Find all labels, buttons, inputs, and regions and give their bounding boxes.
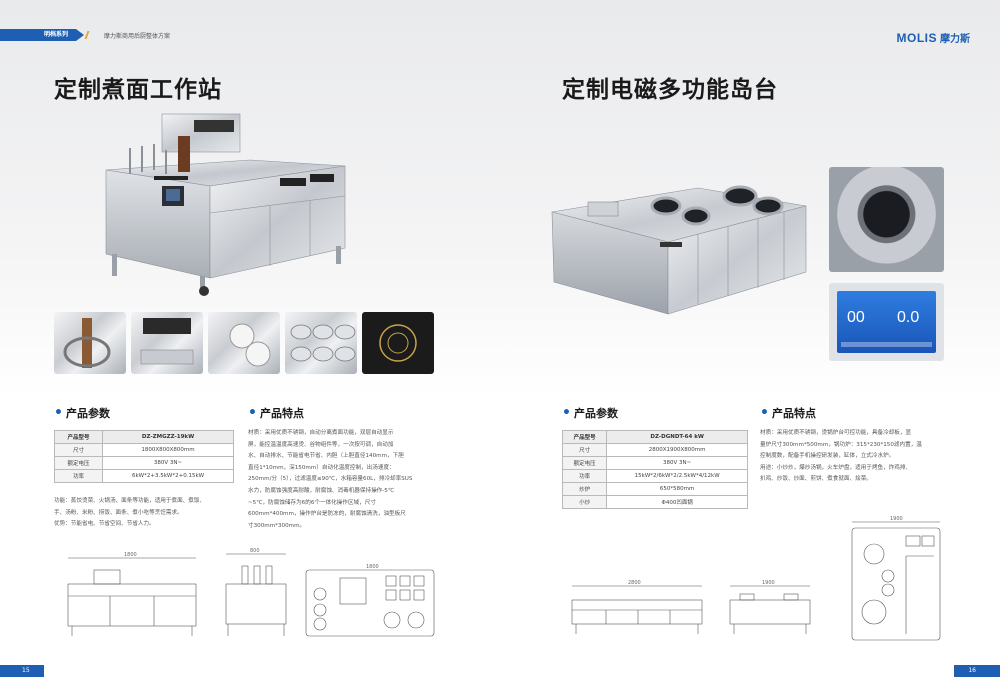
text-line: 250mm/分（5），过滤温度≤90℃，水箱容量60L，排冷却率SUS bbox=[248, 476, 413, 483]
left-top-drawing: 1800 bbox=[305, 564, 435, 637]
logo-text-en: MOLIS bbox=[896, 30, 937, 45]
text-line: 水力，防腐蚀强度高耐酸，耐腐蚀、消毒机器保持操作-5℃ bbox=[248, 487, 395, 494]
table-cell: Φ400凹面锅 bbox=[606, 495, 748, 509]
bullet-icon: • bbox=[54, 405, 63, 421]
bullet-icon: • bbox=[562, 405, 571, 421]
table-row: 功率 6kW*2+3.5kW*2+0.15kW bbox=[53, 469, 234, 483]
touch-screen: 00 0.0 bbox=[837, 291, 936, 353]
table-cell: 2800X1900X800mm bbox=[606, 443, 748, 457]
text-line: 优势：节能省电、节省空间、节省人力。 bbox=[54, 521, 155, 528]
left-functions-text: 功能：蒸饺烫菜、火锅汤、面条等功能，适用于煮面、煮饭、 手、汤粉、米粉、捞饭、面… bbox=[54, 496, 236, 531]
right-params-heading-text: 产品参数 bbox=[573, 407, 618, 420]
table-cell: 6kW*2+3.5kW*2+0.15kW bbox=[102, 469, 234, 483]
table-row: 功率 15kW*2/6kW*2/2.5kW*4/12kW bbox=[561, 469, 748, 483]
right-features-text: 材质：采用优质不锈钢，烫锅炉台可控功能，具备冷却板，显 量炉尺寸300mm*50… bbox=[760, 428, 950, 486]
divider-slash bbox=[84, 31, 90, 39]
table-header-label: 产品型号 bbox=[53, 430, 104, 444]
table-cell: 380V 3N~ bbox=[606, 456, 748, 470]
text-line: 寸300mm*300mm。 bbox=[248, 522, 306, 529]
text-line: 屏，能控温温度高速烫、谷物组件等，一次按可调，自动加 bbox=[248, 441, 394, 448]
table-cell: 15kW*2/6kW*2/2.5kW*4/12kW bbox=[606, 469, 748, 483]
thumb-induction-coil bbox=[362, 312, 434, 374]
right-side-drawing: 1900 bbox=[729, 580, 811, 634]
table-header-value: DZ-DGNDT-64 kW bbox=[606, 430, 748, 444]
table-cell: 功率 bbox=[53, 469, 104, 483]
right-front-dimension: 2800 bbox=[628, 580, 641, 586]
left-top-dimension: 1800 bbox=[366, 564, 379, 570]
text-line: 扒鸡、炒饭、炒面、煎饼、煮食就面、烩菜。 bbox=[760, 476, 872, 483]
right-features-heading-text: 产品特点 bbox=[771, 407, 816, 420]
text-line: ~5℃，防腐蚀储存为6的6个一体化操作区域，尺寸 bbox=[248, 499, 376, 506]
table-cell: 尺寸 bbox=[53, 443, 104, 457]
left-params-heading: • 产品参数 bbox=[54, 405, 110, 421]
right-features-heading: • 产品特点 bbox=[760, 405, 816, 421]
text-line: 控制度数，配备手机操控研发装，缸体，立式冷水炉。 bbox=[760, 453, 895, 460]
table-cell: 炒炉 bbox=[561, 482, 608, 496]
thumb-soup-wells bbox=[285, 312, 357, 374]
table-row: 尺寸 1800X800X800mm bbox=[53, 443, 234, 457]
right-top-dimension: 1900 bbox=[890, 516, 903, 522]
text-line: 600mm*400mm，操作炉台是防冻的，耐腐蚀清洗，油型板尺 bbox=[248, 511, 406, 518]
series-tab[interactable]: 明档系列 bbox=[0, 29, 85, 41]
right-page-title: 定制电磁多功能岛台 bbox=[562, 77, 778, 103]
bullet-icon: • bbox=[248, 405, 257, 421]
wok-closeup-photo bbox=[829, 167, 944, 272]
table-cell: 小炒 bbox=[561, 495, 608, 509]
text-line: 量炉尺寸300mm*500mm，锅功炉：315*230*150滤内置，温 bbox=[760, 441, 922, 448]
left-params-table: 产品型号 DZ-ZMGZZ-19kW 尺寸 1800X800X800mm 额定电… bbox=[53, 430, 234, 483]
left-front-drawing: 1800 bbox=[67, 552, 197, 636]
right-front-drawing: 2800 bbox=[571, 580, 703, 634]
induction-island-photo bbox=[548, 172, 810, 322]
right-page-number: 16 bbox=[954, 665, 1000, 677]
table-row: 尺寸 2800X1900X800mm bbox=[561, 443, 748, 457]
bullet-icon: • bbox=[760, 405, 769, 421]
table-row: 额定电压 380V 3N~ bbox=[561, 456, 748, 470]
right-params-heading: • 产品参数 bbox=[562, 405, 618, 421]
header-subtitle: 摩力斯商用后厨整体方案 bbox=[104, 32, 171, 40]
left-page-title: 定制煮面工作站 bbox=[54, 77, 222, 103]
text-line: 材质：采用优质不锈钢，烫锅炉台可控功能，具备冷却板，显 bbox=[760, 430, 912, 436]
right-params-table: 产品型号 DZ-DGNDT-64 kW 尺寸 2800X1900X800mm 额… bbox=[561, 430, 748, 509]
table-row: 炒炉 650*580mm bbox=[561, 482, 748, 496]
left-features-heading: • 产品特点 bbox=[248, 405, 304, 421]
logo-text-cn: 摩力斯 bbox=[940, 34, 970, 45]
text-line: 用途：小炒炒，爆炒汤锅，火车炉盘，适用于烤鱼，炸鸡排、 bbox=[760, 464, 912, 471]
text-line: 手、汤粉、米粉、捞饭、面条、煮小吃等烹饪需求。 bbox=[54, 509, 183, 516]
brand-logo: MOLIS 摩力斯 bbox=[896, 30, 971, 46]
left-params-heading-text: 产品参数 bbox=[65, 407, 110, 420]
left-features-heading-text: 产品特点 bbox=[259, 407, 304, 420]
header-breadcrumb: 明档系列 摩力斯商用后厨整体方案 bbox=[0, 29, 170, 41]
table-header-value: DZ-ZMGZZ-19kW bbox=[102, 430, 234, 444]
right-side-dimension: 1900 bbox=[762, 580, 775, 586]
table-row: 额定电压 380V 3N~ bbox=[53, 456, 234, 470]
table-cell: 尺寸 bbox=[561, 443, 608, 457]
table-cell: 650*580mm bbox=[606, 482, 748, 496]
screen-right-value: 0.0 bbox=[897, 309, 920, 326]
noodle-station-photo bbox=[100, 108, 350, 298]
table-cell: 380V 3N~ bbox=[102, 456, 234, 470]
table-cell: 1800X800X800mm bbox=[102, 443, 234, 457]
text-line: 功能：蒸饺烫菜、火锅汤、面条等功能，适用于煮面、煮饭、 bbox=[54, 498, 206, 504]
control-screen-photo: 00 0.0 bbox=[829, 283, 944, 361]
screen-left-value: 00 bbox=[847, 309, 865, 326]
text-line: 材质：采用优质不锈钢，自动分离煮面功能，双层自动显示 bbox=[248, 430, 394, 436]
table-row: 小炒 Φ400凹面锅 bbox=[561, 495, 748, 509]
right-top-drawing: 1900 bbox=[851, 516, 941, 641]
left-side-drawing: 800 bbox=[225, 548, 287, 636]
table-cell: 额定电压 bbox=[561, 456, 608, 470]
left-page-number: 15 bbox=[0, 665, 44, 677]
screen-status-bar bbox=[841, 342, 932, 347]
thumb-induction-plates bbox=[208, 312, 280, 374]
table-cell: 功率 bbox=[561, 469, 608, 483]
left-front-dimension: 1800 bbox=[124, 552, 137, 558]
text-line: 水、自动排水、节能省电节省、内胆（上胆直径140mm，下胆 bbox=[248, 453, 404, 460]
text-line: 直径1*10mm，深150mm）自动化温度控制，出汤速度： bbox=[248, 464, 395, 471]
thumb-noodle-basket bbox=[54, 312, 126, 374]
left-side-dimension: 800 bbox=[250, 548, 260, 554]
thumb-control-panel bbox=[131, 312, 203, 374]
table-header-label: 产品型号 bbox=[561, 430, 608, 444]
table-cell: 额定电压 bbox=[53, 456, 104, 470]
left-features-text: 材质：采用优质不锈钢，自动分离煮面功能，双层自动显示 屏，能控温温度高速烫、谷物… bbox=[248, 428, 444, 532]
